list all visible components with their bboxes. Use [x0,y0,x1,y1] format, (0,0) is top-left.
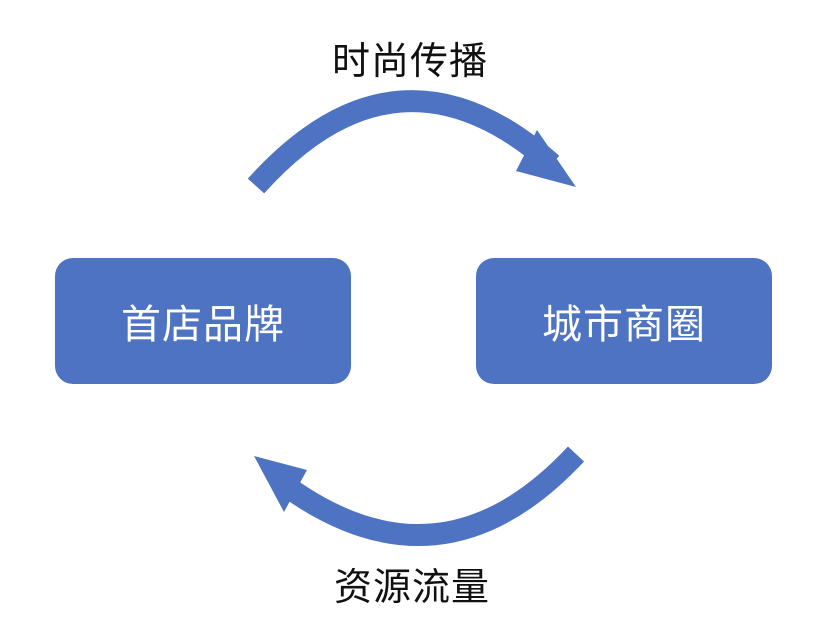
node-label-left: 首店品牌 [121,302,285,348]
node-box-right: 城市商圈 [476,258,772,384]
flow-label-bottom: 资源流量 [333,565,490,609]
bottom-arrow-arc [275,446,585,547]
top-arrow-arc [247,90,560,194]
flow-label-top: 时尚传播 [331,39,488,83]
top-arrowhead [516,130,576,187]
bottom-arrowhead [254,456,307,512]
node-label-right: 城市商圈 [542,302,706,348]
node-box-left: 首店品牌 [55,258,351,384]
